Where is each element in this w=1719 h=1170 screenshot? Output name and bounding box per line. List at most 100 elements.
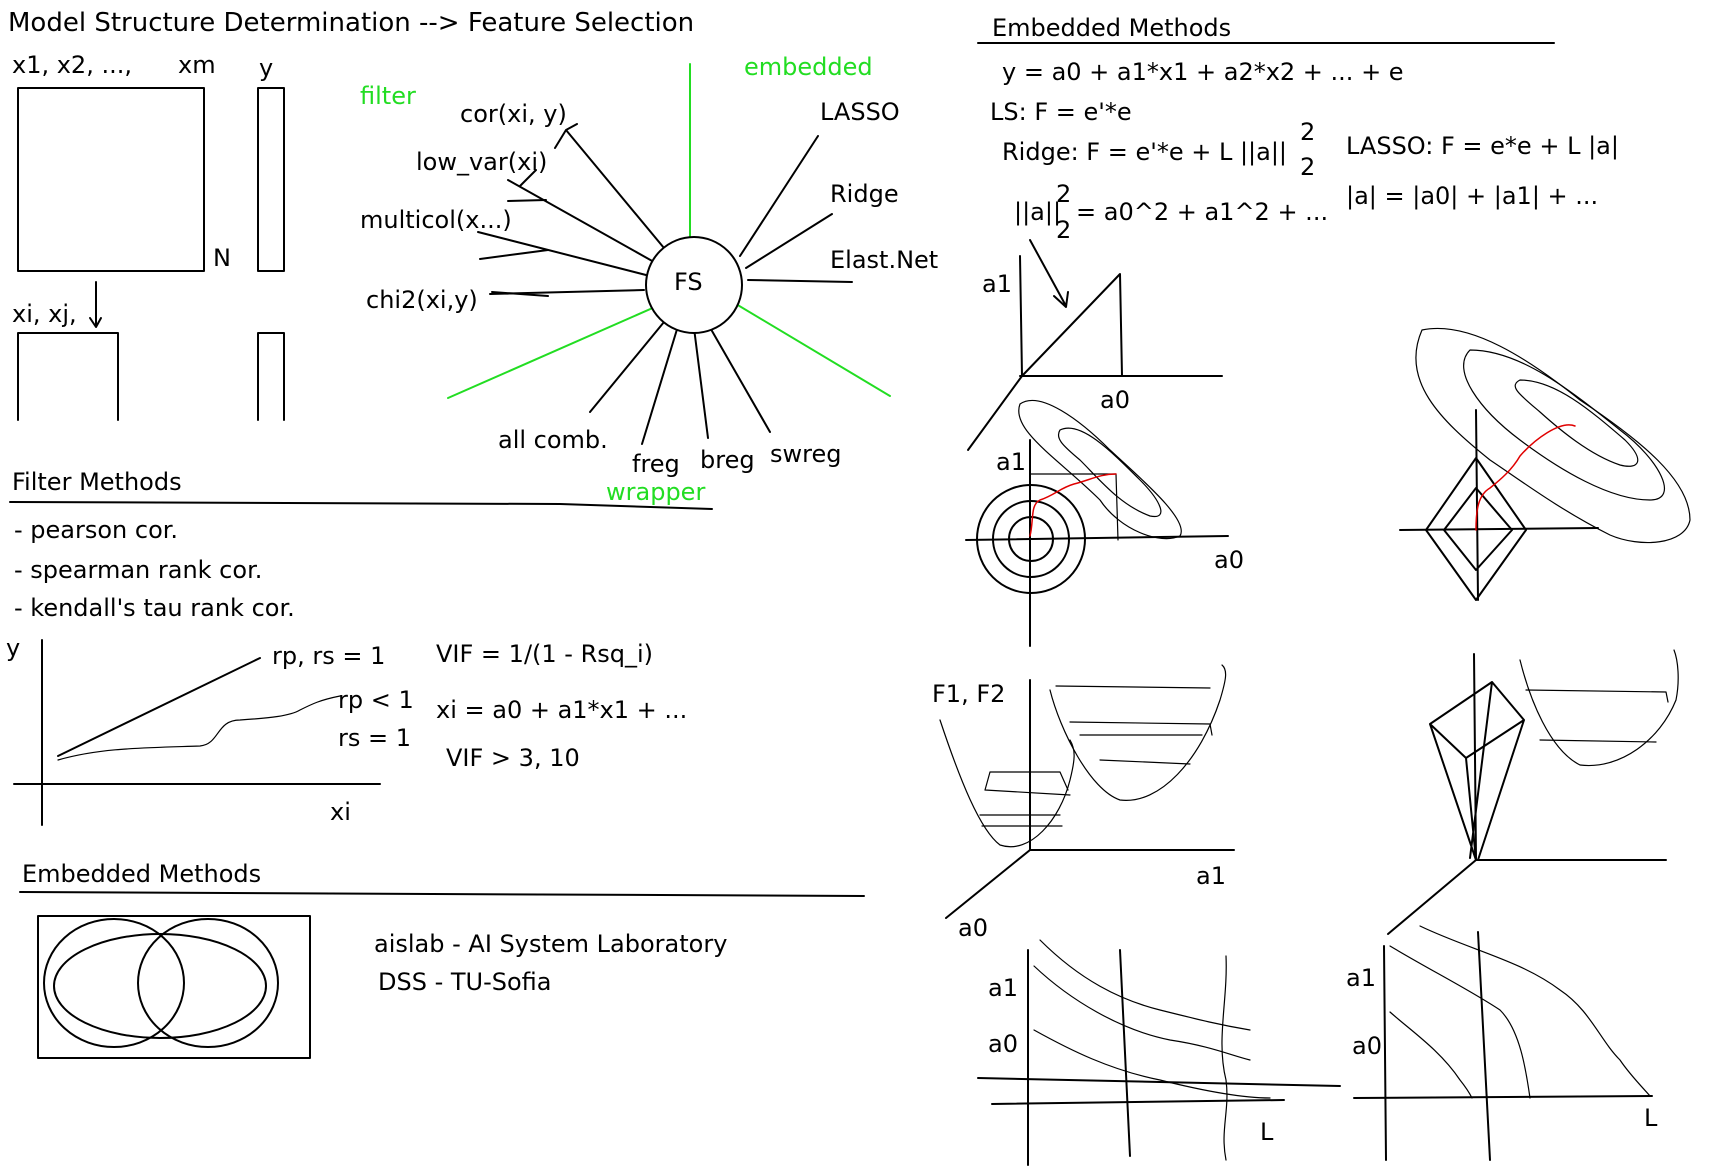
eq-norm2-sub: 2 <box>1056 216 1071 244</box>
vif-formula: VIF = 1/(1 - Rsq_i) <box>436 640 653 668</box>
path1-L-line <box>1119 949 1131 1157</box>
embedded-item-ridge: Ridge <box>830 180 899 208</box>
filter-methods-heading: Filter Methods <box>12 468 182 496</box>
vif-regression: xi = a0 + a1*x1 + ... <box>436 696 687 724</box>
lasso-contour-outer <box>1415 328 1691 544</box>
spoke-cor <box>554 123 665 249</box>
path2-a0-label: a0 <box>1352 1032 1382 1060</box>
ridge-circle-outer <box>976 484 1086 594</box>
filter-item-chi2: chi2(xi,y) <box>366 286 478 314</box>
spoke-multicol <box>477 199 647 276</box>
axis3d-a1 <box>1019 255 1023 377</box>
venn-right-circle <box>137 918 279 1048</box>
lasso-diamond-inner <box>1443 487 1513 571</box>
lasso-path <box>1475 424 1576 531</box>
axis-a0-top: a0 <box>1100 386 1130 414</box>
path1-axis-b <box>991 1099 1285 1105</box>
ridge-a0-axis <box>965 535 1229 541</box>
embedded-right-section: Embedded Methods y = a0 + a1*x1 + a2*x2 … <box>932 14 1691 1166</box>
divider-filter-wrapper <box>447 302 665 399</box>
surface-F1-rings <box>1055 685 1213 765</box>
eq-ridge-sub: 2 <box>1300 153 1315 181</box>
corr-plot-y-label: y <box>6 634 20 662</box>
path2-a1-label: a1 <box>1346 964 1376 992</box>
spoke-ridge <box>745 213 833 269</box>
wrapper-item-allcomb: all comb. <box>498 426 608 454</box>
surf-a0-axis <box>945 849 1031 919</box>
page-title: Model Structure Determination --> Featur… <box>8 8 694 38</box>
lasso-pyramid <box>1429 681 1525 861</box>
corr-line-linear <box>57 657 261 757</box>
lasso-a0-axis <box>1399 527 1599 531</box>
subset-y-box <box>257 332 285 421</box>
ridge-a0-label: a0 <box>1214 546 1244 574</box>
fs-center-circle <box>645 236 743 334</box>
path2-L-label: L <box>1644 1104 1658 1132</box>
spoke-breg <box>693 327 709 439</box>
filter-methods-section: Filter Methods - pearson cor. - spearman… <box>6 468 713 826</box>
vif-threshold: VIF > 3, 10 <box>446 744 580 772</box>
norm-arrow <box>1029 239 1069 308</box>
path1-curve-1 <box>1039 939 1251 1031</box>
filter-methods-underline <box>9 501 713 510</box>
corr-label-rs: rs = 1 <box>338 724 411 752</box>
venn-left-circle <box>43 918 185 1048</box>
surface-F-label: F1, F2 <box>932 680 1005 708</box>
filter-bullet-spearman: - spearman rank cor. <box>14 556 262 584</box>
surf2-a0-axis <box>1387 859 1477 935</box>
corr-plot-x-label: xi <box>330 798 351 826</box>
credit-dss: DSS - TU-Sofia <box>378 968 552 996</box>
surf2-vertical-axis <box>1473 653 1477 861</box>
ridge-circle-inner <box>1008 516 1054 562</box>
eq-norm1: |a| = |a0| + |a1| + ... <box>1346 182 1598 210</box>
spoke-lasso <box>739 135 819 257</box>
filter-bullet-pearson: - pearson cor. <box>14 516 178 544</box>
ridge-path <box>1029 473 1117 537</box>
path1-axis-a <box>977 1077 1341 1087</box>
path2-curve-2 <box>1389 945 1531 1099</box>
ridge-circle-mid <box>992 500 1070 578</box>
matrix-last-col: xm <box>178 51 216 79</box>
path1-curve-2 <box>1033 965 1251 1061</box>
ridge-triangle <box>1021 273 1123 377</box>
fs-center-label: FS <box>674 268 703 296</box>
embedded-bottom-section: Embedded Methods aislab - AI System Labo… <box>19 860 865 1059</box>
eq-norm2: ||a|| <box>1014 198 1061 226</box>
axis-a1-top: a1 <box>982 270 1012 298</box>
filter-item-lowvar: low_var(xi) <box>416 148 547 176</box>
corr-label-linear: rp, rs = 1 <box>272 642 385 670</box>
eq-norm2-sup: 2 <box>1056 180 1071 208</box>
surf-a1-label: a1 <box>1196 862 1226 890</box>
path1-L-label: L <box>1260 1118 1274 1146</box>
spoke-allcomb <box>589 321 665 413</box>
matrix-rows-label: N <box>213 244 231 272</box>
filter-bullet-kendall: - kendall's tau rank cor. <box>14 594 295 622</box>
spoke-lowvar <box>507 169 655 263</box>
spoke-elastnet <box>747 279 853 283</box>
lasso-a1-axis <box>1475 409 1479 601</box>
path1-a1-label: a1 <box>988 974 1018 1002</box>
embedded-bottom-underline <box>19 891 865 897</box>
matrix-y-box <box>257 87 285 272</box>
divider-embedded-wrapper <box>725 297 891 397</box>
path2-curve-1 <box>1419 925 1651 1097</box>
matrix-col-labels: x1, x2, ..., <box>12 51 132 79</box>
path1-curve-3 <box>1033 1029 1271 1099</box>
surf-a0-label: a0 <box>958 914 988 942</box>
eq-norm2-rest: = a0^2 + a1^2 + ... <box>1076 198 1328 226</box>
surface-lasso-bowl <box>1519 649 1679 767</box>
venn-ellipse <box>53 933 267 1039</box>
spoke-chi2 <box>489 289 645 297</box>
subset-label: xi, xj, <box>12 300 77 328</box>
wrapper-item-freg: freg <box>632 450 680 478</box>
eq-ridge: Ridge: F = e'*e + L ||a|| <box>1002 138 1287 166</box>
ridge-contour-outer <box>1018 399 1182 540</box>
path1-L-wiggle <box>1221 955 1228 1161</box>
wrapper-item-breg: breg <box>700 446 755 474</box>
matrix-x-box <box>17 87 205 272</box>
spoke-freg <box>641 325 679 445</box>
surface-F2-rings <box>979 771 1071 827</box>
axis3d-z <box>967 375 1023 451</box>
venn-frame <box>37 915 311 1059</box>
